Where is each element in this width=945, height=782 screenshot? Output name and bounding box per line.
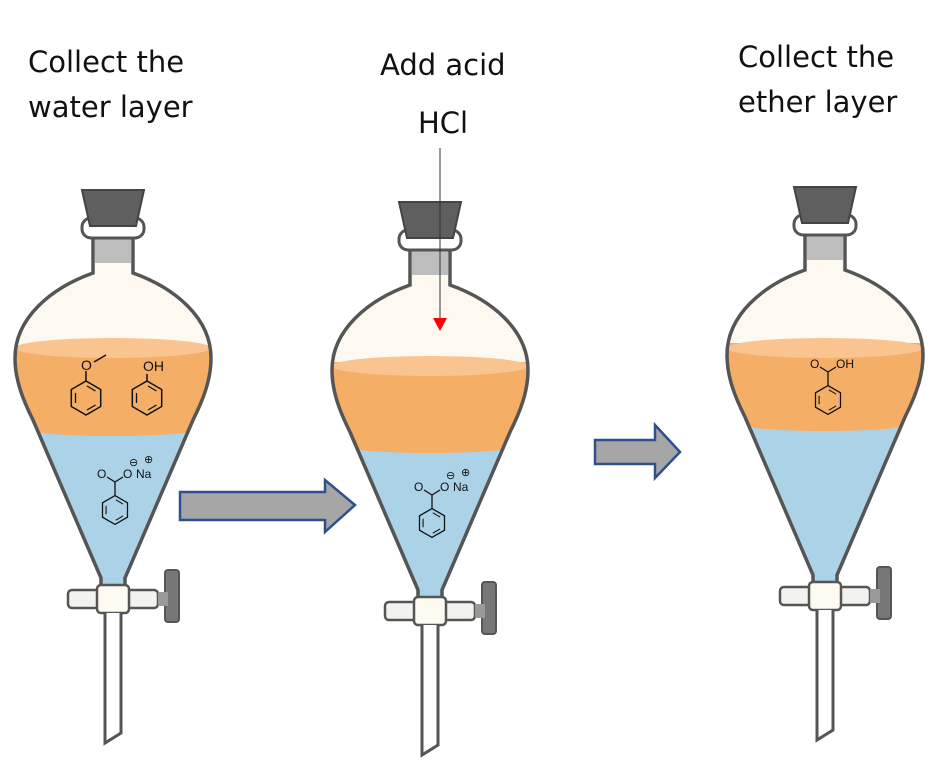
process-arrow-1 (178, 477, 357, 535)
svg-text:⊖: ⊖ (446, 470, 455, 482)
svg-text:OH: OH (836, 357, 854, 371)
svg-text:⊖: ⊖ (129, 457, 138, 469)
stopper (397, 201, 463, 239)
separatory-funnel-2: O O Na ⊖ ⊕ (330, 201, 530, 758)
separatory-funnel-1: O OH O O Na ⊖ ⊕ (13, 189, 213, 746)
svg-text:O: O (810, 357, 819, 371)
step3-title-line2: ether layer (738, 85, 898, 119)
step1-title-line1: Collect the (28, 45, 185, 79)
svg-text:Na: Na (453, 480, 469, 494)
step1-title: Collect the water layer (28, 40, 193, 130)
svg-text:O: O (123, 467, 132, 481)
sodium-benzoate-structure: O O Na ⊖ ⊕ (97, 454, 153, 526)
stopper (792, 186, 858, 224)
svg-text:O: O (414, 480, 423, 494)
anisole-structure: O (70, 354, 107, 416)
phenol-structure: OH (131, 358, 164, 416)
step3-title: Collect the ether layer (738, 35, 897, 125)
step2-title: Add acid (380, 48, 506, 82)
drop-arrowhead (433, 318, 447, 331)
step3-title-line1: Collect the (738, 40, 895, 74)
svg-text:O: O (97, 467, 106, 481)
stem (420, 625, 440, 758)
organic-layer (332, 362, 528, 447)
svg-text:⊕: ⊕ (144, 454, 153, 466)
sodium-benzoate-structure: O O Na ⊖ ⊕ (414, 467, 470, 539)
reagent-label: HCl (418, 106, 469, 140)
stem (103, 613, 123, 746)
stem (815, 610, 835, 743)
svg-text:Na: Na (136, 467, 152, 481)
organic-layer (15, 345, 211, 430)
separatory-funnel-3: O OH (725, 186, 925, 743)
benzoic-acid-structure: O OH (810, 357, 854, 416)
process-arrow-2 (593, 421, 682, 482)
svg-text:⊕: ⊕ (461, 467, 470, 479)
svg-text:OH: OH (143, 358, 164, 374)
svg-text:O: O (81, 357, 92, 373)
stopper (80, 189, 146, 227)
svg-text:O: O (440, 480, 449, 494)
step1-title-line2: water layer (28, 90, 193, 124)
